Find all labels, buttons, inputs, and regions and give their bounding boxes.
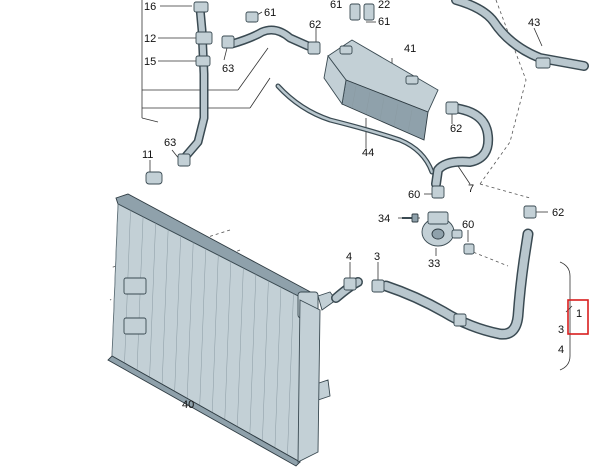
callout-44: 44 — [362, 147, 374, 159]
highlight-box-part-1 — [567, 299, 589, 335]
callout-62-right: 62 — [450, 123, 462, 135]
radiator-fin-line — [174, 235, 181, 392]
callout-61-top-right: 61 — [378, 16, 390, 28]
connector-part-11 — [145, 171, 163, 185]
radiator-fin-line — [262, 280, 269, 441]
radiator-fin-line — [186, 242, 194, 399]
callout-7: 7 — [468, 183, 474, 195]
callout-61-top-left: 61 — [264, 7, 276, 19]
radiator-fin-line — [287, 293, 294, 455]
radiator-side-tank — [297, 299, 321, 463]
callout-3: 3 — [374, 251, 380, 263]
callout-60-lower: 60 — [462, 219, 474, 231]
radiator-fin-line — [199, 248, 206, 406]
fitting-part-22 — [363, 3, 375, 21]
clamp-part-60b — [463, 243, 475, 255]
fitting-part-43 — [535, 57, 551, 69]
radiator-part-40 — [107, 193, 337, 467]
callout-1: 1 — [576, 308, 582, 320]
components — [145, 1, 551, 327]
clamp-part-16 — [193, 1, 209, 13]
radiator-fin-line — [224, 261, 232, 420]
clamp-part-15 — [195, 55, 211, 67]
cooler-part-41 — [323, 39, 439, 141]
radiator-fin-line — [149, 223, 156, 378]
radiator-bracket-top — [123, 277, 147, 295]
connector-part-12 — [195, 31, 213, 45]
clamp-part-61a — [245, 11, 259, 23]
callout-16: 16 — [144, 1, 156, 13]
clamp-part-4 — [343, 277, 357, 291]
callout-22: 22 — [378, 0, 390, 11]
radiator-fin-line — [111, 203, 119, 357]
radiator-fin-line — [274, 287, 282, 448]
callout-4: 4 — [346, 251, 352, 263]
callout-62-top: 62 — [309, 19, 321, 31]
callout-63-top: 63 — [222, 63, 234, 75]
radiator-bracket-bottom — [123, 317, 147, 335]
callout-43: 43 — [528, 17, 540, 29]
callout-labels: 16 12 15 63 61 62 61 22 61 41 43 63 11 4… — [142, 0, 589, 411]
radiator-fin-line — [212, 255, 219, 413]
callout-3-right: 3 — [558, 324, 564, 336]
clamp-part-60a — [431, 185, 445, 199]
pump-part-33 — [421, 211, 463, 247]
clamp-part-62b — [445, 101, 459, 115]
callout-11: 11 — [142, 149, 153, 161]
callout-33: 33 — [428, 258, 440, 270]
clamp-part-62a — [307, 41, 321, 55]
fitting-part-61b — [349, 3, 361, 21]
callout-40: 40 — [182, 399, 194, 411]
clamp-part-63b — [177, 153, 191, 167]
callout-12: 12 — [144, 33, 156, 45]
callout-41: 41 — [404, 43, 416, 55]
radiator-fin-line — [237, 267, 244, 427]
callout-15: 15 — [144, 56, 156, 68]
callout-4-right: 4 — [558, 344, 564, 356]
radiator-fin-line — [249, 274, 257, 434]
callout-62-lower-right: 62 — [552, 207, 564, 219]
callout-60-upper: 60 — [408, 189, 420, 201]
callout-63-left: 63 — [164, 137, 176, 149]
clamp-part-3 — [371, 279, 385, 293]
clamp-part-63a — [221, 35, 235, 49]
clamp-part-1-mid — [453, 313, 467, 327]
callout-34: 34 — [378, 213, 390, 225]
clamp-part-62c — [523, 205, 537, 219]
radiator-fin-line — [161, 229, 169, 385]
callout-61-top-middle: 61 — [330, 0, 342, 11]
bolt-part-34 — [402, 213, 419, 223]
